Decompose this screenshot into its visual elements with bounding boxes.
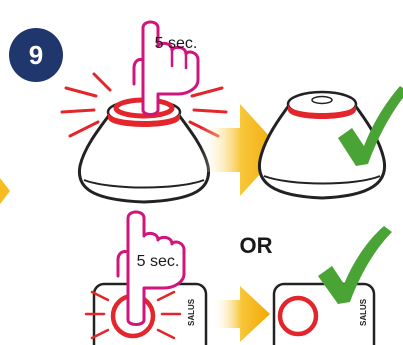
or-separator: OR	[240, 233, 273, 258]
step-badge: 9	[9, 28, 63, 82]
pointing-hand-icon: 5 sec.	[132, 20, 200, 116]
device-done: SALUS	[272, 282, 376, 345]
press-duration-label: 5 sec.	[137, 253, 180, 270]
pointing-hand-icon: 5 sec.	[116, 210, 186, 326]
check-mark-icon	[338, 86, 403, 166]
brand-label: SALUS	[359, 298, 368, 326]
step-number: 9	[29, 40, 43, 70]
arrow-right-icon	[212, 286, 270, 342]
brand-label: SALUS	[187, 298, 196, 326]
arrow-right-icon	[200, 104, 282, 196]
check-mark-icon	[318, 226, 392, 304]
arrow-right-icon	[0, 178, 10, 204]
gateway-done	[257, 90, 387, 200]
press-duration-label: 5 sec.	[155, 35, 198, 52]
gateway-pressed	[60, 72, 228, 204]
device-pressed: SALUS	[84, 282, 208, 345]
